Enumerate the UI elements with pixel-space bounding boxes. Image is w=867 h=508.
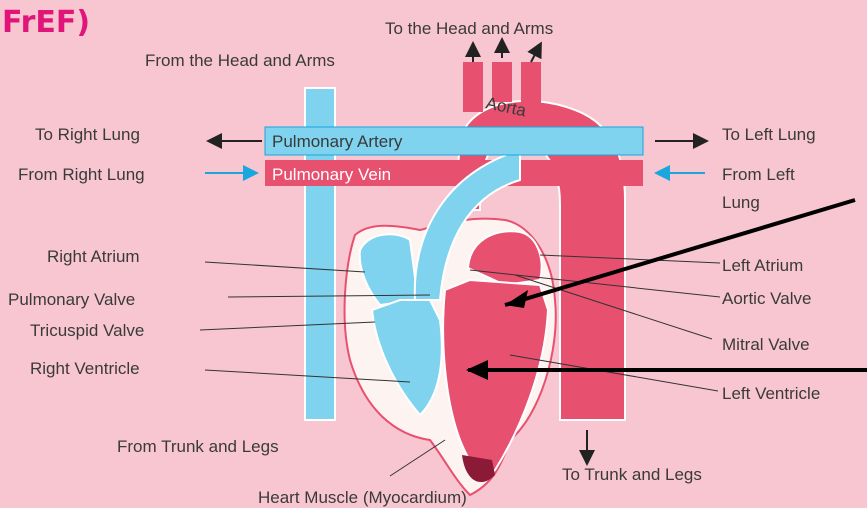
page-title: FrEF)	[2, 5, 90, 40]
pulmonary-artery-label: Pulmonary Artery	[272, 132, 403, 151]
from-trunk-legs-label: From Trunk and Legs	[117, 437, 279, 456]
right-atrium-label: Right Atrium	[47, 247, 140, 266]
to-left-lung-label: To Left Lung	[722, 125, 816, 144]
right-ventricle-label: Right Ventricle	[30, 359, 140, 378]
from-right-lung-label: From Right Lung	[18, 165, 145, 184]
pulmonary-vein-label: Pulmonary Vein	[272, 165, 391, 184]
aorta-branch-left	[463, 62, 483, 112]
to-right-lung-label: To Right Lung	[35, 125, 140, 144]
tricuspid-valve-label: Tricuspid Valve	[30, 321, 144, 340]
from-head-arms-label: From the Head and Arms	[145, 51, 335, 70]
to-trunk-legs-label: To Trunk and Legs	[562, 465, 702, 484]
from-left-lung-label-line1: From Left	[722, 165, 795, 184]
leader-right-atrium	[205, 262, 365, 272]
left-ventricle-label: Left Ventricle	[722, 384, 820, 403]
leader-heart-muscle	[390, 440, 445, 476]
to-head-arms-label: To the Head and Arms	[385, 19, 553, 38]
pulmonary-valve-label: Pulmonary Valve	[8, 290, 135, 309]
mitral-valve-label: Mitral Valve	[722, 335, 810, 354]
aortic-valve-label: Aortic Valve	[722, 289, 811, 308]
arrow-up-right	[531, 45, 540, 62]
aorta-branch-right	[521, 62, 541, 104]
heart-muscle-label: Heart Muscle (Myocardium)	[258, 488, 467, 507]
left-atrium-label: Left Atrium	[722, 256, 803, 275]
from-left-lung-label-line2: Lung	[722, 193, 760, 212]
